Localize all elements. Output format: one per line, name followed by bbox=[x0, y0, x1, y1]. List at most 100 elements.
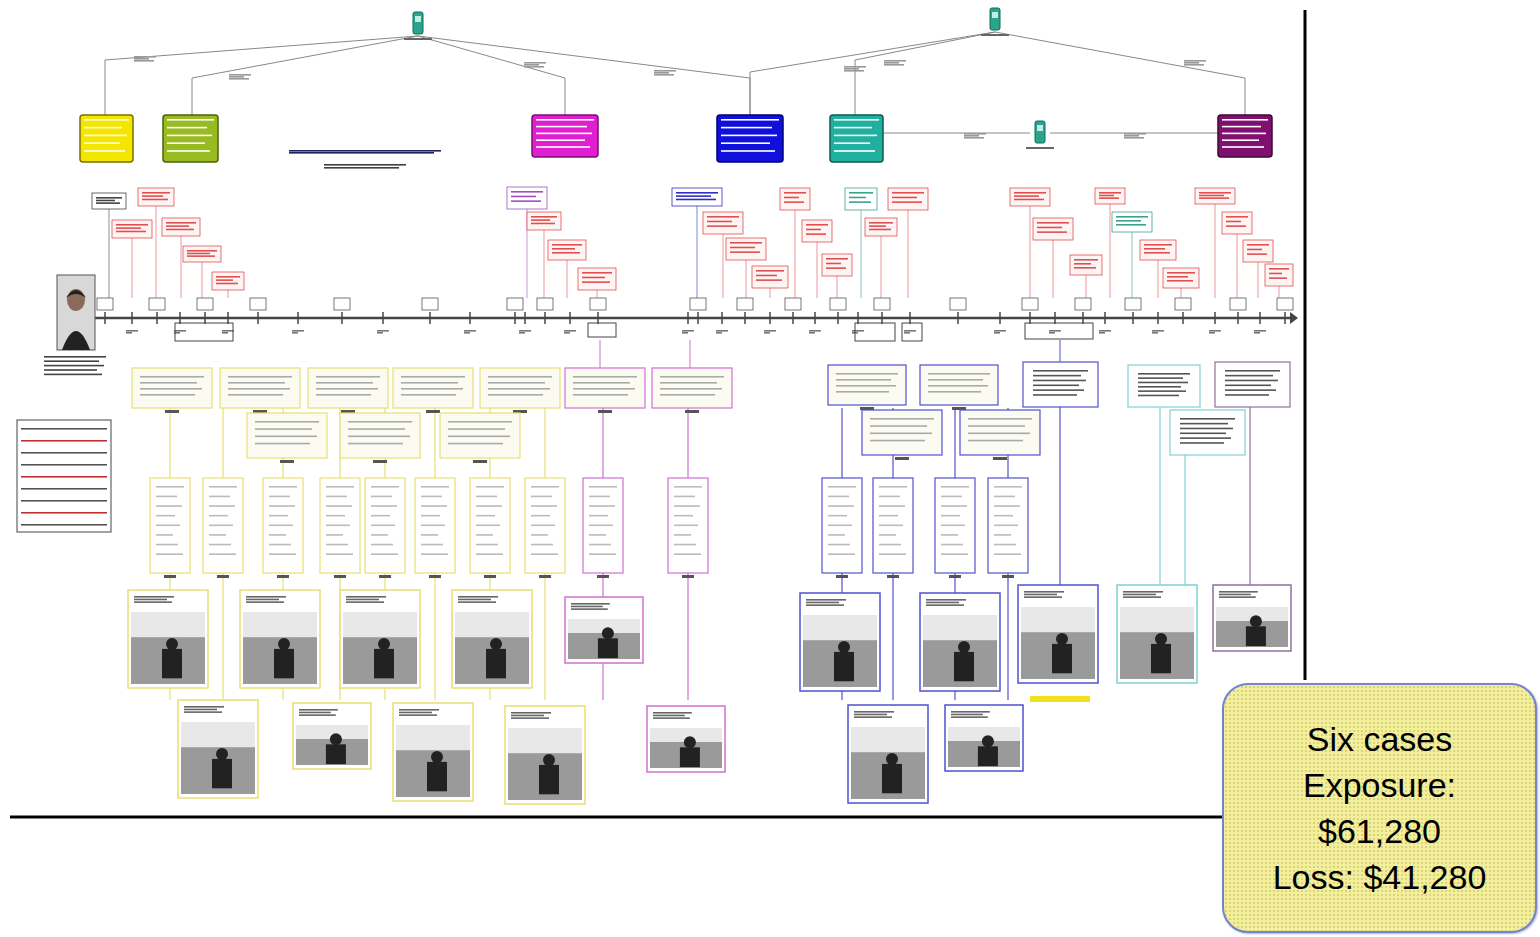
timeline-tick bbox=[1157, 312, 1159, 324]
check-image bbox=[340, 413, 420, 458]
annotation-box bbox=[162, 218, 200, 236]
blurred-text bbox=[371, 534, 388, 536]
leader-line bbox=[434, 573, 435, 700]
blurred-text bbox=[836, 379, 891, 381]
annotation-box bbox=[1112, 212, 1152, 232]
blurred-text bbox=[730, 251, 760, 253]
annotation-box bbox=[527, 212, 561, 230]
blurred-text bbox=[116, 227, 141, 229]
annotation-box bbox=[1070, 255, 1102, 275]
blurred-text bbox=[1099, 332, 1105, 334]
timeline-tick bbox=[1104, 312, 1106, 324]
blurred-text bbox=[222, 330, 234, 332]
annotation-box bbox=[183, 246, 221, 262]
blurred-text bbox=[685, 410, 699, 413]
check-image bbox=[652, 368, 732, 408]
blurred-text bbox=[184, 709, 217, 711]
blurred-text bbox=[140, 376, 204, 378]
blurred-text bbox=[806, 229, 821, 231]
blurred-text bbox=[682, 332, 688, 334]
timeline-tick bbox=[999, 312, 1001, 324]
figure-body bbox=[978, 746, 998, 766]
blurred-text bbox=[524, 64, 539, 66]
blurred-text bbox=[156, 553, 183, 555]
blurred-text bbox=[209, 496, 230, 498]
timeline-tick bbox=[909, 312, 911, 324]
blurred-text bbox=[1222, 126, 1261, 128]
blurred-text bbox=[448, 428, 505, 430]
blurred-text bbox=[426, 410, 440, 413]
blurred-text bbox=[1247, 244, 1269, 246]
photo-light bbox=[923, 615, 997, 640]
blurred-text bbox=[870, 440, 925, 442]
blurred-text bbox=[269, 553, 296, 555]
blurred-text bbox=[1180, 428, 1233, 430]
blurred-text bbox=[142, 195, 163, 197]
blurred-text bbox=[784, 192, 806, 194]
blurred-text bbox=[399, 712, 432, 714]
surveillance-photo bbox=[128, 590, 208, 688]
blurred-text bbox=[1037, 222, 1069, 224]
phone-icon bbox=[413, 12, 423, 34]
surveillance-photo bbox=[452, 590, 532, 688]
leader-line bbox=[1258, 262, 1259, 298]
blurred-text bbox=[488, 394, 543, 396]
blurred-text bbox=[1124, 133, 1146, 135]
blurred-text bbox=[1116, 224, 1146, 226]
blurred-text bbox=[676, 199, 716, 201]
date-box bbox=[1175, 298, 1191, 310]
figure-head bbox=[1250, 615, 1262, 627]
photo-ground bbox=[948, 727, 1020, 767]
receipt-image bbox=[668, 478, 708, 573]
figure-body bbox=[680, 747, 700, 767]
blurred-text bbox=[488, 388, 550, 390]
blurred-text bbox=[884, 64, 904, 66]
leader-line bbox=[228, 290, 229, 298]
blurred-text bbox=[828, 505, 854, 507]
receipt-image bbox=[320, 478, 360, 573]
blurred-text bbox=[926, 602, 959, 604]
figure-head bbox=[431, 751, 443, 763]
blurred-text bbox=[1049, 330, 1061, 332]
blurred-text bbox=[941, 544, 963, 546]
blurred-text bbox=[589, 515, 608, 517]
timeline-tick bbox=[297, 312, 299, 324]
blurred-text bbox=[476, 525, 500, 527]
frame-line bbox=[1304, 10, 1307, 680]
blurred-text bbox=[156, 515, 175, 517]
leader-line bbox=[1030, 206, 1031, 298]
blurred-text bbox=[142, 199, 168, 201]
check-image bbox=[480, 368, 560, 408]
blurred-text bbox=[589, 496, 610, 498]
subject-box bbox=[1218, 115, 1272, 157]
blurred-text bbox=[134, 58, 149, 60]
timeline-tick bbox=[104, 312, 106, 324]
blurred-text bbox=[1033, 389, 1084, 391]
annotation-box bbox=[1243, 240, 1273, 262]
check-image bbox=[308, 368, 388, 408]
figure-head bbox=[602, 627, 614, 639]
blurred-text bbox=[116, 224, 148, 226]
frame-line bbox=[10, 816, 1228, 819]
blurred-text bbox=[1152, 332, 1158, 334]
blurred-text bbox=[682, 575, 694, 578]
blurred-text bbox=[229, 74, 251, 76]
blurred-text bbox=[531, 216, 557, 218]
blurred-text bbox=[156, 544, 178, 546]
callout-text: Exposure: bbox=[1303, 762, 1456, 808]
blurred-text bbox=[228, 376, 292, 378]
check-image bbox=[247, 413, 327, 458]
blurred-text bbox=[84, 142, 120, 144]
blurred-text bbox=[994, 525, 1018, 527]
blurred-text bbox=[511, 712, 551, 714]
blurred-text bbox=[531, 553, 558, 555]
blurred-text bbox=[928, 379, 983, 381]
blurred-text bbox=[531, 219, 550, 221]
blurred-text bbox=[156, 505, 182, 507]
blurred-text bbox=[348, 428, 405, 430]
blurred-text bbox=[421, 553, 448, 555]
blurred-text bbox=[140, 394, 195, 396]
blurred-text bbox=[994, 330, 1006, 332]
blurred-text bbox=[1180, 423, 1228, 425]
blurred-text bbox=[348, 443, 403, 445]
